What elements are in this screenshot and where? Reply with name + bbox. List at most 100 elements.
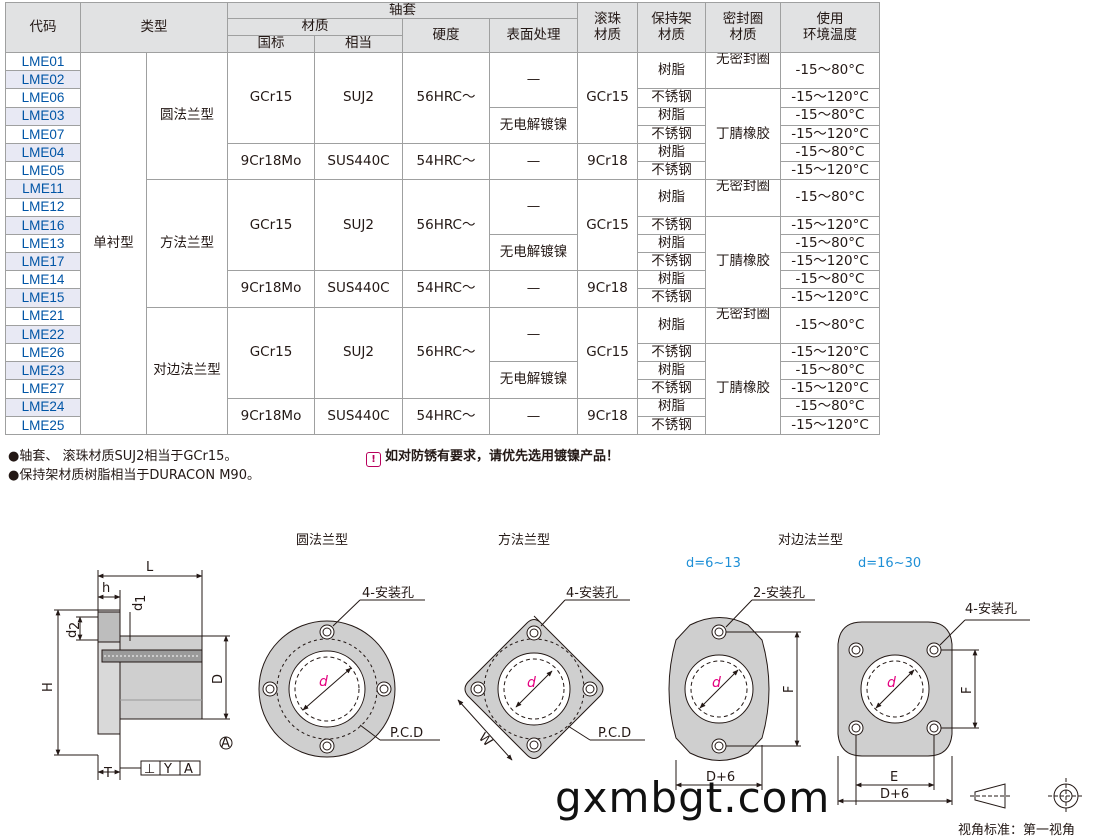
view-standard: 视角标准：第一视角 xyxy=(958,823,1076,838)
table-row-code: LME06 xyxy=(5,88,81,108)
square-flange-title: 方法兰型 xyxy=(498,532,550,548)
dim-T: T xyxy=(103,766,112,781)
cell-surface: — xyxy=(489,142,578,181)
cut-flange-title: 对边法兰型 xyxy=(778,533,843,548)
cell-temp: -15～80°C xyxy=(780,397,880,417)
holes-square: 4-安装孔 xyxy=(566,586,618,601)
dim-d-square: d xyxy=(527,675,536,691)
cell-retainer: 不锈钢 xyxy=(637,215,706,235)
table-row-code: LME24 xyxy=(5,397,81,417)
cell-temp: -15～120°C xyxy=(780,342,880,363)
cell-retainer: 树脂 xyxy=(637,179,706,217)
dim-H: H xyxy=(41,682,56,692)
cell-retainer: 树脂 xyxy=(637,106,706,126)
cell-equiv: SUJ2 xyxy=(314,52,403,144)
table-row-code: LME16 xyxy=(5,215,81,235)
dim-L: L xyxy=(146,560,154,575)
dim-d1: d xyxy=(131,603,146,611)
type-round-flange: 圆法兰型 xyxy=(146,51,228,181)
note-line: ●保持架材质树脂相当于DURACON M90。 xyxy=(8,468,260,483)
cell-ball: 9Cr18 xyxy=(577,397,638,435)
cell-surface: 无电解镀镍 xyxy=(489,106,578,144)
cell-surface: — xyxy=(489,306,578,363)
cell-surface: — xyxy=(489,397,578,435)
exclamation-icon: ! xyxy=(366,452,381,467)
cell-temp: -15～80°C xyxy=(780,179,880,217)
cell-gb: 9Cr18Mo xyxy=(227,397,315,435)
cell-hardness: 56HRC～ xyxy=(402,306,490,399)
cut-flange-4hole-drawing xyxy=(837,619,1030,805)
table-row-code: LME26 xyxy=(5,342,81,363)
cell-retainer: 树脂 xyxy=(637,233,706,254)
header-code: 代码 xyxy=(5,2,81,53)
warning-text: 如对防锈有要求，请优先选用镀镍产品！ xyxy=(385,449,620,464)
cut-range-small: d=6~13 xyxy=(686,556,741,571)
cell-retainer: 树脂 xyxy=(637,361,706,381)
cell-retainer: 树脂 xyxy=(637,306,706,345)
holes-round: 4-安装孔 xyxy=(362,586,414,601)
type-square-flange: 方法兰型 xyxy=(146,179,228,308)
rust-warning: ! 如对防锈有要求，请优先选用镀镍产品！ xyxy=(366,447,619,467)
cell-retainer: 不锈钢 xyxy=(637,88,706,108)
square-flange-drawing xyxy=(457,599,645,761)
table-row-code: LME27 xyxy=(5,379,81,399)
dim-d-cut2: d xyxy=(712,675,721,691)
type-cut-flange: 对边法兰型 xyxy=(146,306,228,435)
cell-ball: GCr15 xyxy=(577,52,638,144)
side-view-drawing xyxy=(54,570,233,780)
cut-flange-2hole-drawing xyxy=(668,599,815,790)
holes-cut2: 2-安装孔 xyxy=(753,586,805,601)
cell-retainer: 不锈钢 xyxy=(637,415,706,435)
datum-A: A xyxy=(221,736,230,751)
table-row-code: LME17 xyxy=(5,252,81,272)
header-material: 材质 xyxy=(227,18,403,36)
round-flange-title: 圆法兰型 xyxy=(296,533,348,548)
table-row-code: LME02 xyxy=(5,70,81,90)
first-angle-projection-icon xyxy=(970,778,1084,814)
cell-surface: 无电解镀镍 xyxy=(489,361,578,399)
cell-hardness: 54HRC～ xyxy=(402,270,490,308)
cell-temp: -15～120°C xyxy=(780,288,880,308)
cell-retainer: 树脂 xyxy=(637,397,706,417)
cell-temp: -15～80°C xyxy=(780,306,880,345)
cell-seal: 无密封圈 xyxy=(705,306,781,345)
cell-equiv: SUS440C xyxy=(314,142,403,181)
cell-temp: -15～80°C xyxy=(780,51,880,90)
table-row-code: LME23 xyxy=(5,361,81,381)
pcd-round: P.C.D xyxy=(390,726,423,741)
cell-temp: -15～120°C xyxy=(780,415,880,435)
notes: ●轴套、 滚珠材质SUJ2相当于GCr15。 ●保持架材质树脂相当于DURACO… xyxy=(8,447,260,485)
table-row-code: LME12 xyxy=(5,197,81,217)
note-line: ●轴套、 滚珠材质SUJ2相当于GCr15。 xyxy=(8,449,238,464)
dim-d-round: d xyxy=(319,674,328,690)
dim-E-cut4: E xyxy=(890,770,898,785)
cell-gb: 9Cr18Mo xyxy=(227,142,315,181)
table-row-code: LME15 xyxy=(5,288,81,308)
dim-D6-cut2: D+6 xyxy=(706,770,735,785)
tol-A: A xyxy=(184,762,193,777)
cell-retainer: 不锈钢 xyxy=(637,379,706,399)
table-row-code: LME22 xyxy=(5,324,81,345)
header-seal-material: 密封圈 材质 xyxy=(705,2,781,53)
cell-retainer: 不锈钢 xyxy=(637,252,706,272)
spec-table-body: LME01 单衬型 圆法兰型 GCr15 SUJ2 56HRC～ — GCr15… xyxy=(5,51,880,435)
cell-retainer: 树脂 xyxy=(637,270,706,290)
dim-d2: d xyxy=(65,630,80,638)
table-row-code: LME14 xyxy=(5,270,81,290)
cell-retainer: 不锈钢 xyxy=(637,342,706,363)
table-row-code: LME11 xyxy=(5,179,81,199)
header-gb: 国标 xyxy=(227,35,315,53)
dim-d1-sub: 1 xyxy=(134,595,149,603)
round-flange-drawing xyxy=(258,599,440,758)
cell-retainer: 树脂 xyxy=(637,51,706,90)
cell-equiv: SUS440C xyxy=(314,397,403,435)
table-row-code: LME21 xyxy=(5,306,81,326)
cell-equiv: SUJ2 xyxy=(314,179,403,272)
cell-hardness: 54HRC～ xyxy=(402,397,490,435)
table-row-code: LME03 xyxy=(5,106,81,126)
dim-F-cut4: F xyxy=(960,687,975,694)
cell-equiv: SUS440C xyxy=(314,270,403,308)
cell-seal: 无密封圈 xyxy=(705,51,781,90)
pcd-square: P.C.D xyxy=(598,726,631,741)
